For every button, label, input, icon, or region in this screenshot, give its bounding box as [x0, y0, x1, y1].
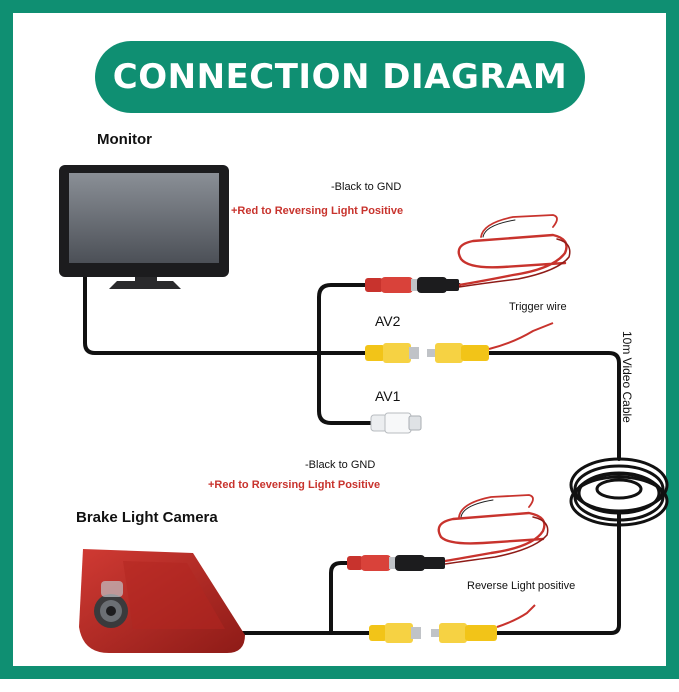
video-cables [83, 273, 621, 635]
video-cable-label: 10m Video Cable [620, 331, 634, 423]
monitor-gnd-label: -Black to GND [331, 181, 402, 193]
camera-rca-connector [369, 623, 497, 643]
monitor-icon [59, 165, 229, 289]
monitor-positive-label: +Red to Reversing Light Positive [231, 205, 404, 217]
camera-positive-label: +Red to Reversing Light Positive [208, 479, 381, 491]
av1-branch-cable [317, 283, 373, 425]
camera-power-connector [347, 555, 445, 571]
camera-power-branch-cable [329, 561, 349, 635]
camera-label: Brake Light Camera [76, 509, 218, 526]
av1-rca-connector [370, 412, 422, 434]
monitor-av-cable [83, 273, 367, 355]
trigger-wire-label: Trigger wire [509, 301, 567, 313]
av2-rca-connector [365, 343, 489, 363]
monitor-power-wires [457, 214, 571, 288]
brake-light-camera-icon [79, 549, 245, 653]
diagram-title: CONNECTION DIAGRAM [95, 41, 585, 113]
trigger-wire [488, 322, 554, 350]
wiring-diagram [59, 165, 669, 653]
av2-to-coil-cable [487, 351, 621, 461]
reverse-light-label: Reverse Light positive [467, 580, 576, 592]
camera-gnd-label: -Black to GND [305, 459, 376, 471]
coil-to-camera-cable [495, 511, 621, 635]
cable-coil [569, 457, 669, 527]
monitor-power-connector [365, 277, 459, 293]
av2-label: AV2 [375, 313, 401, 329]
reverse-light-wire [496, 604, 536, 628]
monitor-label: Monitor [97, 131, 152, 148]
camera-power-wires [437, 494, 549, 565]
av1-label: AV1 [375, 388, 401, 404]
